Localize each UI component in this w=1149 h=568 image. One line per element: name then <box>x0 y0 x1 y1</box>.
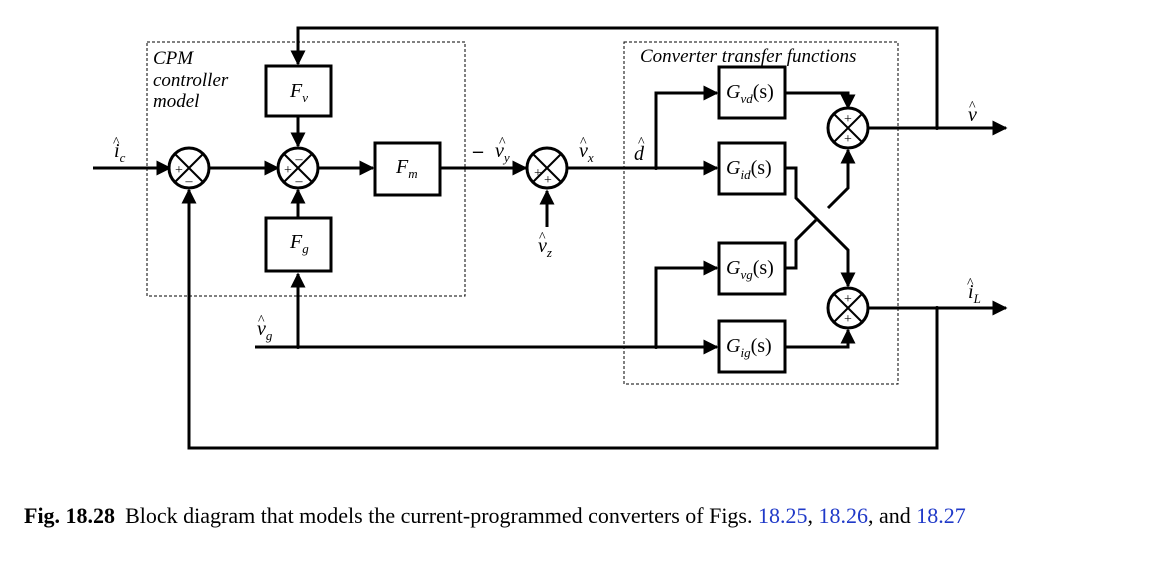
wire-gvg-s4 <box>785 218 818 270</box>
svg-text:^: ^ <box>638 135 645 150</box>
svg-text:^: ^ <box>969 99 976 114</box>
cpm-label-line1: CPM <box>153 48 194 69</box>
caption-separator: , <box>807 503 819 528</box>
signal-vx: vx ^ <box>579 135 594 165</box>
block-gid-frame <box>717 141 787 196</box>
block-gvd-frame <box>717 65 787 120</box>
svg-text:v: v <box>968 104 977 126</box>
wire-v-feedback <box>290 26 939 128</box>
block-gig: Gig(s) <box>726 335 772 360</box>
summer-v-out <box>826 106 870 150</box>
svg-text:d: d <box>634 143 645 165</box>
svg-text:vz: vz <box>538 235 552 260</box>
signal-vz: vz ^ <box>538 230 552 260</box>
figure-ref-1[interactable]: 18.25 <box>758 503 808 528</box>
junction-vg-gvg <box>654 345 658 349</box>
wire-il-feedback <box>181 188 939 450</box>
wire-vg-gvg <box>654 260 719 347</box>
block-gvg-frame <box>717 241 787 296</box>
figure-ref-3[interactable]: 18.27 <box>916 503 966 528</box>
block-fm-frame <box>373 141 442 197</box>
figure-label: Fig. 18.28 <box>24 503 116 528</box>
caption-text: Block diagram that models the current-pr… <box>125 503 753 528</box>
junction-d <box>654 166 658 170</box>
sign-s5-bottom: + <box>844 312 852 327</box>
signal-vg: vg ^ <box>257 313 273 343</box>
converter-label: Converter transfer functions <box>640 46 856 67</box>
sign-s3-left: + <box>534 166 542 181</box>
sign-s4-bottom: + <box>844 132 852 147</box>
block-gvg: Gvg(s) <box>726 257 774 282</box>
sign-s1-left: + <box>175 163 183 178</box>
sign-s1-bottom: – <box>185 174 194 189</box>
block-fv-frame <box>264 64 333 118</box>
svg-text:^: ^ <box>539 230 546 245</box>
svg-text:–vy: –vy <box>472 140 510 165</box>
signal-vy: –vy ^ <box>472 135 510 165</box>
svg-text:vx: vx <box>579 140 594 165</box>
figure-caption: Fig. 18.28 Block diagram that models the … <box>24 500 1094 531</box>
svg-text:^: ^ <box>499 135 506 150</box>
svg-text:^: ^ <box>113 135 120 150</box>
svg-text:^: ^ <box>258 313 265 328</box>
svg-text:vg: vg <box>257 318 273 343</box>
sign-s4-top: + <box>844 112 852 127</box>
wire-gvg-s4-b <box>826 148 856 210</box>
signal-ic: ic ^ <box>113 135 126 165</box>
junction-il <box>935 306 939 310</box>
caption-separator-and: , and <box>868 503 917 528</box>
junction-v <box>935 126 939 130</box>
converter-group <box>623 41 899 385</box>
sign-s2-bottom: – <box>295 174 304 189</box>
cpm-label-line2: controller <box>153 70 229 91</box>
figure-ref-2[interactable]: 18.26 <box>818 503 869 528</box>
svg-text:iL: iL <box>968 281 981 306</box>
sign-s2-top: – <box>295 152 304 167</box>
block-fv: Fv <box>289 80 308 105</box>
signal-d: d ^ <box>634 135 645 165</box>
block-fm: Fm <box>395 156 418 181</box>
block-fg-frame <box>264 216 333 273</box>
block-gid: Gid(s) <box>726 157 772 182</box>
sign-s3-bottom: + <box>544 173 552 188</box>
wire-gid-s5 <box>785 166 856 288</box>
wire-gvd-s4 <box>785 91 856 110</box>
block-fg: Fg <box>289 231 309 256</box>
summer-vx <box>525 146 569 190</box>
wire-d-gvd <box>654 85 719 168</box>
signal-v: v ^ <box>968 99 977 126</box>
signal-il: iL ^ <box>967 276 981 306</box>
junction-vg-fg <box>296 345 300 349</box>
block-gvd: Gvd(s) <box>726 81 774 106</box>
wire-gig-s5 <box>785 328 856 349</box>
sign-s2-left: + <box>284 163 292 178</box>
sign-s5-top: + <box>844 292 852 307</box>
summer-il-out <box>826 286 870 330</box>
svg-text:^: ^ <box>580 135 587 150</box>
svg-text:ic: ic <box>114 140 126 165</box>
summer-fm-input <box>276 146 320 190</box>
block-diagram: CPM controller model Converter transfer … <box>93 26 1008 450</box>
svg-text:^: ^ <box>967 276 974 291</box>
cpm-label-line3: model <box>153 91 199 112</box>
block-gig-frame <box>717 319 787 374</box>
summer-ic <box>167 146 211 190</box>
